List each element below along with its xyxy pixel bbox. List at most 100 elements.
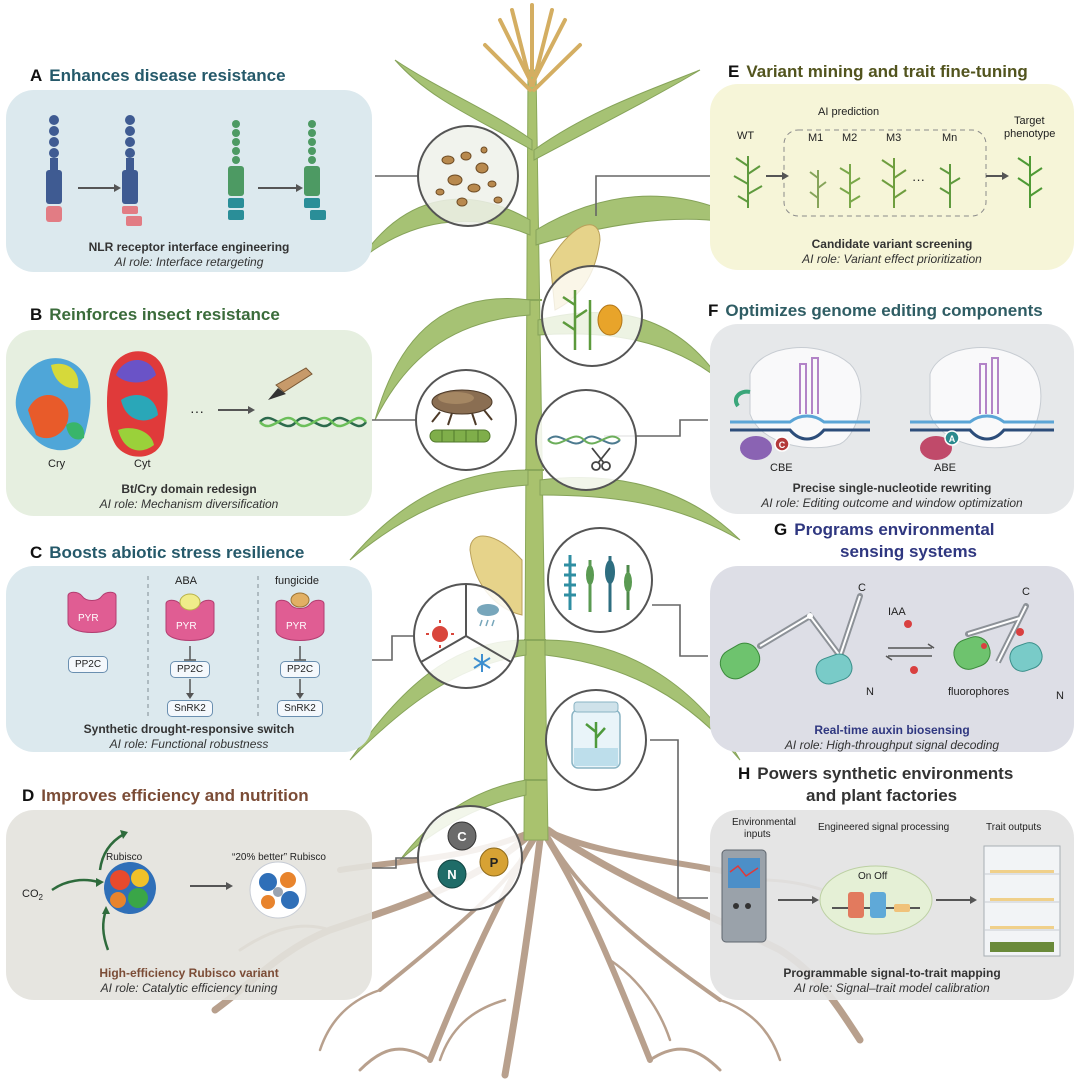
g-c-label-1: C xyxy=(858,582,866,594)
panel-e-caption: Candidate variant screening AI role: Var… xyxy=(802,237,982,266)
target-label-line1: Target xyxy=(1014,115,1045,127)
fungicide-label: fungicide xyxy=(275,575,320,587)
tassel xyxy=(483,3,582,92)
m3-label: M3 xyxy=(886,132,902,144)
cyt-protein-structure xyxy=(106,351,168,457)
nlr-receptor-blue-before xyxy=(46,115,62,222)
fluorophores-label: fluorophores xyxy=(948,686,1010,698)
equilibrium-arrows xyxy=(885,643,935,661)
environmental-inputs-label-1: Environmental xyxy=(732,817,796,828)
aba-ligand xyxy=(179,593,201,611)
panel-a-caption: NLR receptor interface engineering AI ro… xyxy=(88,240,290,269)
panel-d-box xyxy=(6,810,372,1000)
panel-a-letter: A xyxy=(30,66,43,85)
m2-plant xyxy=(839,164,861,208)
plant-factory-diagram xyxy=(721,845,1061,957)
snrk2-box-3: SnRK2 xyxy=(277,700,323,717)
insect-pests-circle xyxy=(415,369,517,471)
pyr-receptor-2 xyxy=(165,593,215,699)
phosphorus-node xyxy=(479,847,509,877)
pyr-label-2: PYR xyxy=(176,621,197,632)
pyr-switch-diagram xyxy=(67,576,325,716)
dna-helix-icon xyxy=(259,416,368,428)
m1-label: M1 xyxy=(808,132,824,144)
pyr-label-3: PYR xyxy=(286,621,307,632)
nutrients-circle: C N P xyxy=(417,805,523,911)
pp2c-box-2: PP2C xyxy=(170,661,210,678)
pyr-receptor-3 xyxy=(275,592,325,699)
leaves xyxy=(349,59,761,861)
variant-screening-diagram xyxy=(733,129,1043,217)
abe-editor: A xyxy=(910,347,1054,460)
panel-h-letter: H xyxy=(738,764,751,783)
panel-g-title-line2: sensing systems xyxy=(840,542,978,561)
co2-label: CO2 xyxy=(22,888,43,903)
panel-g-caption: Real-time auxin biosensing AI role: High… xyxy=(784,723,1000,752)
ellipsis-label: ··· xyxy=(190,403,204,419)
rain-cloud-icon xyxy=(477,604,499,627)
g-n-label-1: N xyxy=(866,686,874,698)
trait-outputs-label: Trait outputs xyxy=(986,822,1042,833)
better-rubisco-label: “20% better” Rubisco xyxy=(232,852,326,863)
carbon-node xyxy=(447,821,477,851)
m1-plant xyxy=(809,170,827,208)
cbe-editor: C xyxy=(730,347,870,460)
nlr-receptor-green-after xyxy=(304,120,326,220)
panel-e-letter: E xyxy=(728,62,740,81)
sensing-tassels-circle xyxy=(547,527,653,633)
target-label-line2: phenotype xyxy=(1004,128,1056,140)
m3-plant xyxy=(881,158,907,208)
panel-g-letter: G xyxy=(774,520,788,539)
iaa-molecule-2 xyxy=(910,666,918,674)
target-plant xyxy=(1017,156,1043,208)
nlr-receptor-green-before xyxy=(228,120,244,220)
dna-scissors-circle xyxy=(535,389,637,491)
nlr-receptor-diagram xyxy=(46,115,326,226)
variant-dots-label: ··· xyxy=(912,172,925,187)
genetic-circuit xyxy=(832,892,920,918)
panel-b-letter: B xyxy=(30,305,43,324)
abe-base-a: A xyxy=(949,434,956,444)
snrk2-box-2: SnRK2 xyxy=(167,700,213,717)
abe-label: ABE xyxy=(934,462,957,474)
panel-d-caption: High-efficiency Rubisco variant AI role:… xyxy=(99,966,279,995)
ai-prediction-label: AI prediction xyxy=(818,106,880,118)
base-editor-diagram: C A xyxy=(730,347,1054,460)
better-rubisco-structure xyxy=(249,861,307,919)
nitrogen-label: N xyxy=(447,867,456,882)
cry-label: Cry xyxy=(48,458,66,470)
environmental-inputs-label-2: inputs xyxy=(744,829,771,840)
nlr-receptor-blue-after xyxy=(122,115,142,226)
wt-plant xyxy=(733,156,763,208)
wt-label: WT xyxy=(737,130,755,142)
panel-b-caption: Bt/Cry domain redesign AI role: Mechanis… xyxy=(99,482,279,511)
biosensor-closed-state xyxy=(953,603,1043,672)
snowflake-icon xyxy=(473,654,491,672)
environmental-controller xyxy=(721,849,767,943)
pyr-receptor-1 xyxy=(67,591,117,633)
cry-cyt-diagram xyxy=(15,351,368,457)
m2-label: M2 xyxy=(842,132,858,144)
panel-h-caption: Programmable signal-to-trait mapping AI … xyxy=(783,966,1001,995)
rubisco-structure xyxy=(104,862,156,914)
g-n-label-2: N xyxy=(1056,690,1064,702)
fungicide-ligand xyxy=(290,592,310,608)
disease-spots-circle xyxy=(417,125,519,227)
mn-label: Mn xyxy=(942,132,958,144)
panel-f-caption: Precise single-nucleotide rewriting AI r… xyxy=(761,481,1023,510)
plant-factory-shelves xyxy=(983,845,1061,957)
panel-c-letter: C xyxy=(30,543,43,562)
cbe-base-c: C xyxy=(779,440,786,450)
on-off-label: On Off xyxy=(858,871,888,882)
panel-f-letter: F xyxy=(708,301,719,320)
